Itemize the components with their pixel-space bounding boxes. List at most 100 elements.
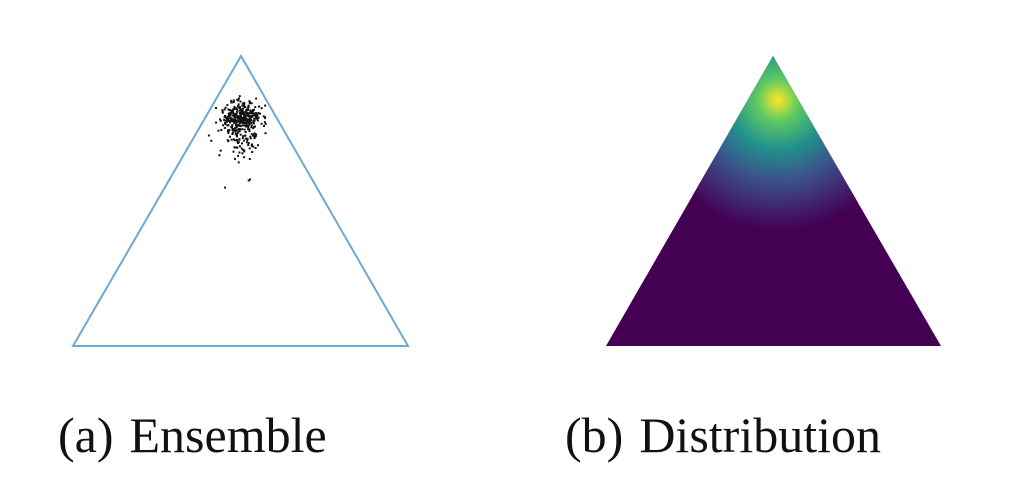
ensemble-point bbox=[247, 128, 250, 131]
ensemble-point bbox=[236, 124, 239, 127]
ensemble-point bbox=[237, 103, 240, 106]
caption-ensemble-label: Ensemble bbox=[129, 407, 327, 463]
ensemble-point bbox=[225, 120, 228, 123]
ensemble-point bbox=[215, 121, 218, 124]
ensemble-point bbox=[253, 135, 256, 138]
ensemble-point bbox=[243, 156, 246, 159]
ensemble-point bbox=[241, 102, 244, 105]
ensemble-point bbox=[256, 119, 259, 122]
ensemble-point bbox=[232, 114, 235, 117]
ensemble-point bbox=[231, 131, 234, 134]
ensemble-point bbox=[238, 127, 241, 130]
ensemble-point bbox=[263, 125, 265, 127]
ensemble-point bbox=[248, 112, 251, 115]
ensemble-point bbox=[247, 104, 250, 107]
ensemble-point bbox=[244, 134, 247, 137]
ensemble-point bbox=[255, 133, 258, 136]
ensemble-point bbox=[221, 111, 224, 114]
ensemble-point bbox=[227, 129, 230, 132]
ensemble-point bbox=[246, 114, 249, 117]
ensemble-point bbox=[250, 115, 253, 118]
ensemble-point bbox=[247, 125, 249, 128]
ensemble-point bbox=[237, 154, 240, 157]
caption-distribution-label: Distribution bbox=[639, 407, 881, 463]
ensemble-point bbox=[238, 120, 241, 123]
ensemble-point bbox=[227, 116, 230, 119]
ensemble-point bbox=[244, 114, 246, 117]
ensemble-point bbox=[241, 110, 244, 113]
ensemble-point bbox=[231, 129, 234, 132]
ensemble-point bbox=[250, 111, 252, 113]
ensemble-point bbox=[239, 108, 242, 111]
ensemble-point bbox=[241, 152, 244, 155]
ensemble-point bbox=[227, 130, 230, 133]
ensemble-point bbox=[230, 111, 233, 114]
distribution-density-peak bbox=[648, 56, 908, 230]
ensemble-point bbox=[235, 146, 238, 149]
ensemble-point bbox=[257, 144, 259, 147]
ensemble-point bbox=[223, 116, 226, 118]
ensemble-point bbox=[233, 120, 236, 123]
ensemble-point bbox=[230, 117, 233, 120]
ensemble-point bbox=[233, 121, 236, 124]
ensemble-point bbox=[255, 97, 258, 100]
ensemble-point bbox=[241, 128, 244, 131]
ensemble-point bbox=[243, 150, 246, 153]
ensemble-point bbox=[230, 119, 233, 122]
ensemble-point bbox=[250, 102, 253, 105]
ensemble-point bbox=[241, 104, 244, 107]
ensemble-point bbox=[246, 137, 249, 140]
ensemble-point bbox=[230, 126, 233, 129]
ensemble-point bbox=[256, 116, 259, 119]
ensemble-point bbox=[239, 112, 242, 115]
caption-ensemble-tag: (a) bbox=[58, 407, 114, 463]
ensemble-point bbox=[252, 127, 255, 130]
ensemble-point bbox=[249, 178, 251, 181]
ensemble-point bbox=[238, 121, 241, 124]
ensemble-point bbox=[231, 110, 234, 113]
ensemble-point bbox=[252, 112, 255, 115]
ensemble-point bbox=[236, 119, 239, 122]
ensemble-point bbox=[253, 117, 256, 120]
ensemble-point bbox=[241, 124, 244, 127]
ensemble-point bbox=[227, 131, 230, 134]
ensemble-point bbox=[230, 101, 233, 104]
ensemble-point bbox=[250, 133, 253, 136]
ensemble-point bbox=[236, 98, 239, 101]
ensemble-point bbox=[231, 125, 234, 128]
ensemble-point bbox=[241, 142, 243, 145]
ensemble-point bbox=[242, 135, 245, 138]
ensemble-point bbox=[233, 146, 236, 149]
ensemble-point bbox=[249, 120, 251, 123]
ensemble-point bbox=[238, 97, 240, 100]
ensemble-point bbox=[243, 116, 245, 119]
ensemble-point bbox=[251, 112, 254, 115]
ensemble-point bbox=[235, 116, 238, 119]
ensemble-point bbox=[219, 118, 222, 121]
ensemble-point bbox=[250, 112, 252, 115]
ensemble-point bbox=[224, 106, 227, 109]
ensemble-point bbox=[245, 123, 248, 126]
ensemble-point bbox=[236, 121, 239, 124]
ensemble-point bbox=[235, 107, 238, 110]
ensemble-point bbox=[235, 113, 238, 116]
ensemble-point bbox=[231, 133, 234, 135]
ensemble-point bbox=[245, 113, 248, 116]
ensemble-point bbox=[237, 115, 240, 118]
ensemble-point bbox=[242, 117, 245, 120]
ensemble-point bbox=[244, 131, 247, 133]
ensemble-point bbox=[252, 114, 255, 117]
ensemble-point bbox=[231, 120, 234, 123]
ensemble-point bbox=[247, 144, 250, 146]
ensemble-point bbox=[248, 130, 251, 133]
ensemble-point bbox=[247, 121, 250, 124]
ensemble-point bbox=[248, 102, 251, 105]
ensemble-point bbox=[235, 135, 238, 138]
ensemble-point bbox=[219, 119, 222, 122]
ensemble-point bbox=[229, 120, 231, 122]
ensemble-point bbox=[256, 113, 259, 116]
ensemble-point bbox=[221, 109, 224, 112]
ensemble-point bbox=[234, 126, 237, 129]
ensemble-point bbox=[234, 122, 237, 125]
ensemble-point bbox=[243, 122, 246, 125]
